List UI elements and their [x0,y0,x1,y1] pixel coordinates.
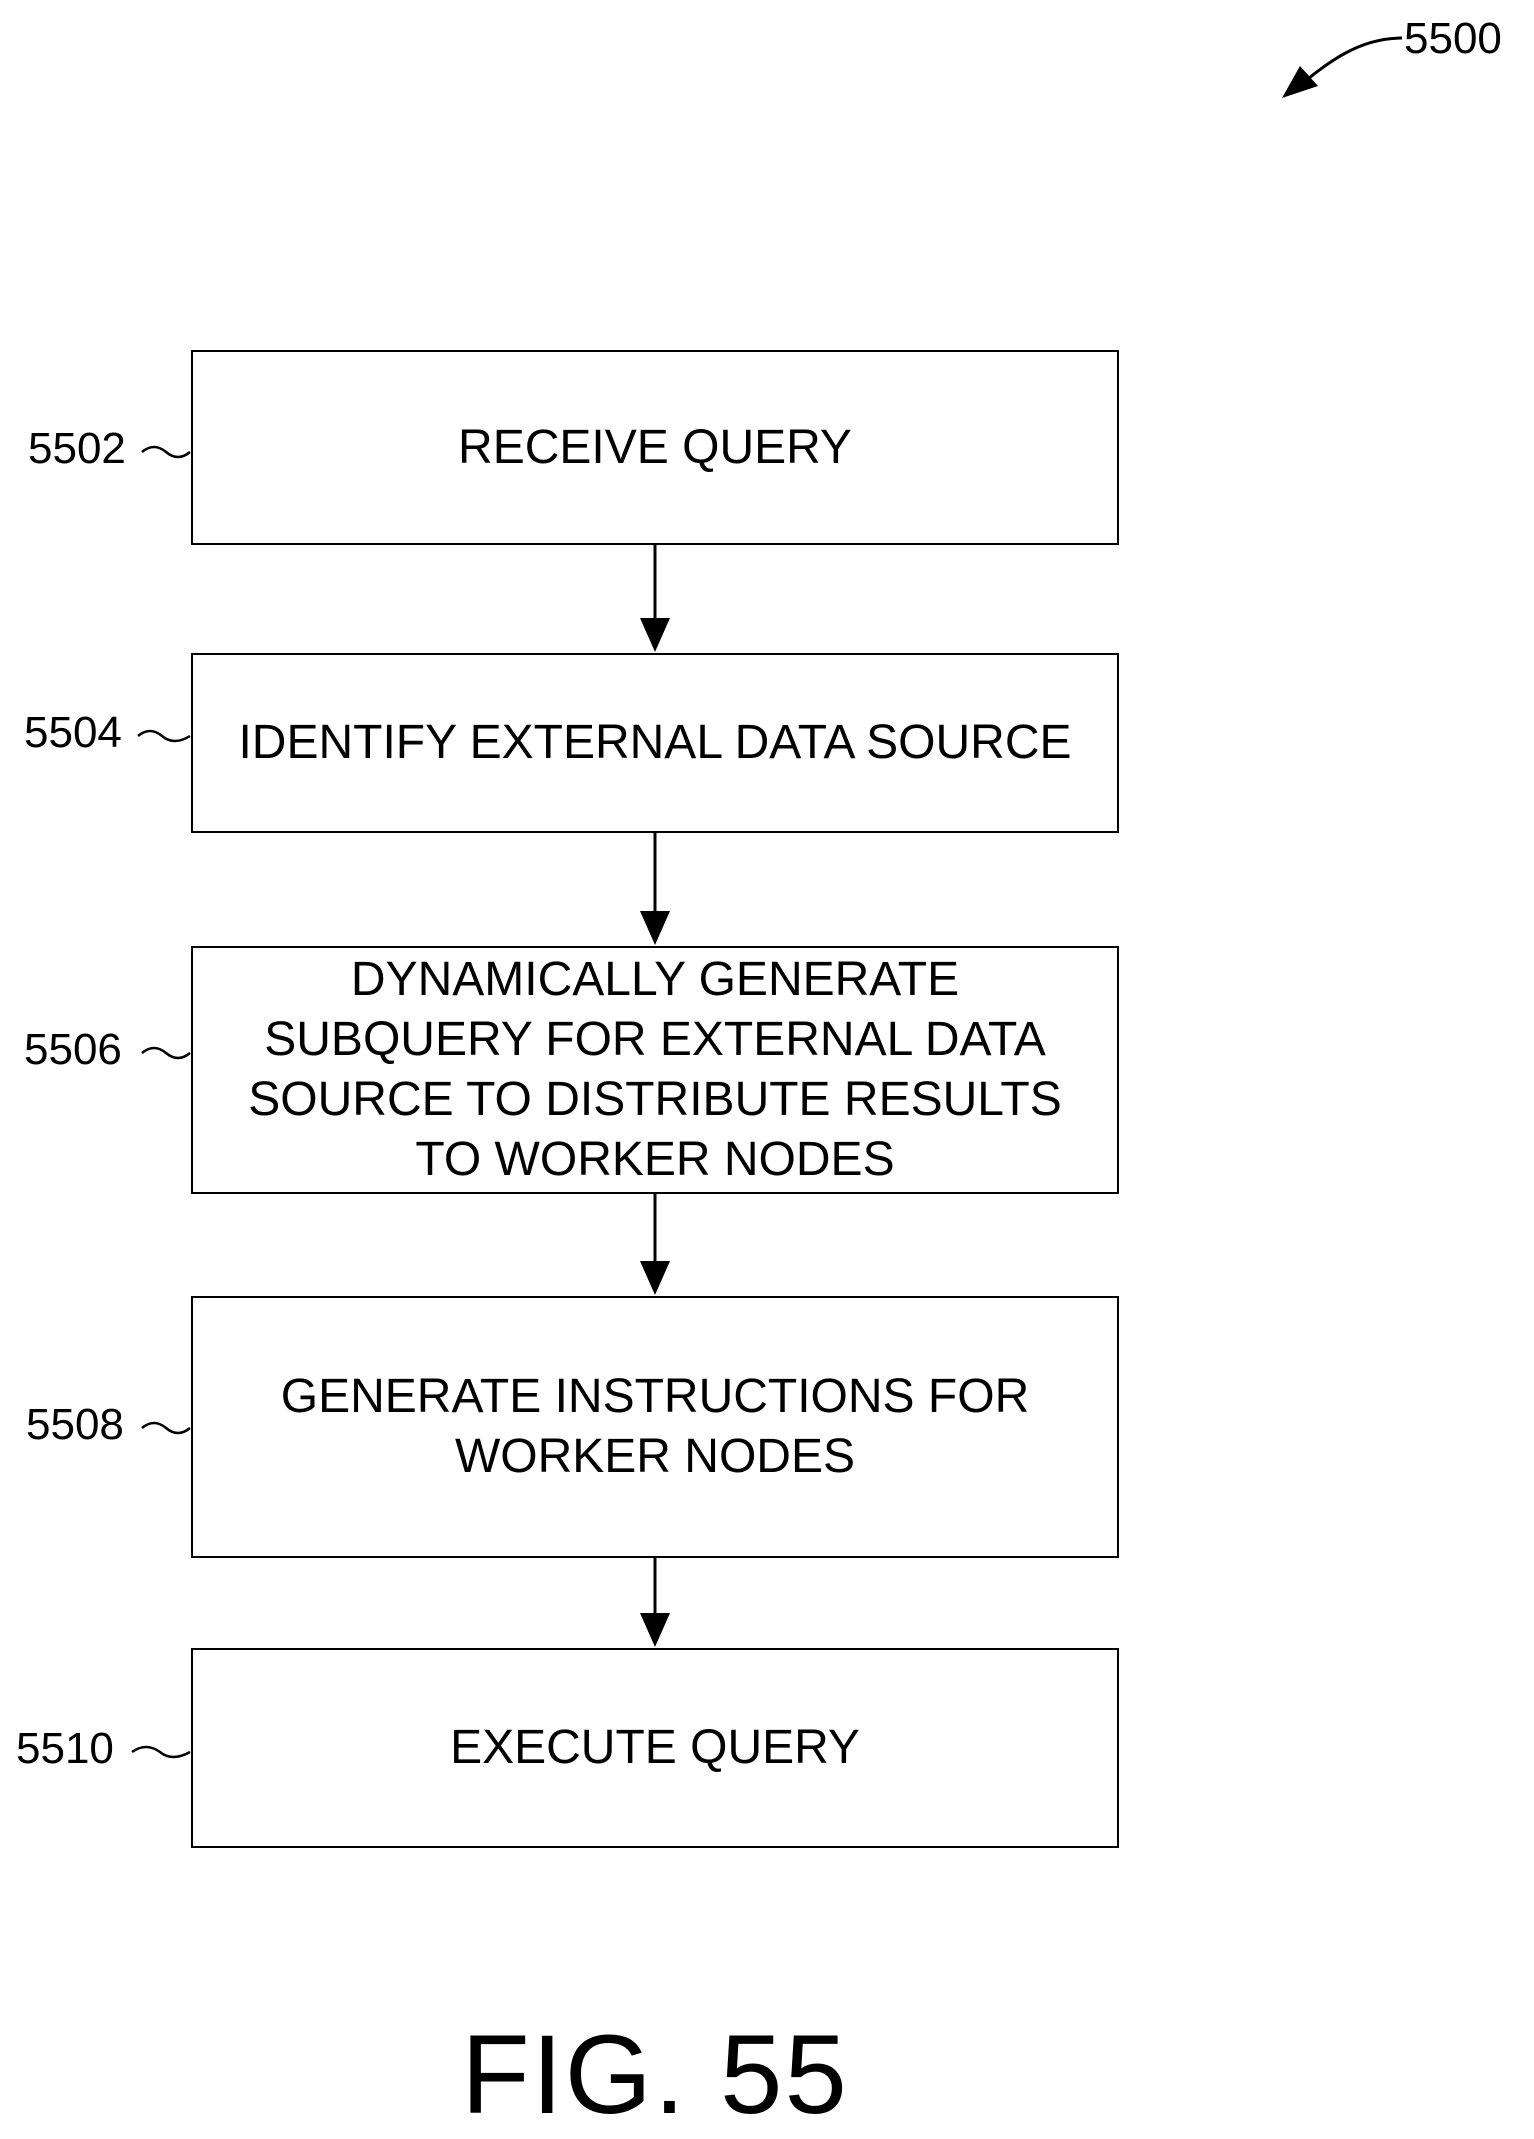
step-text-receive-query: RECEIVE QUERY [458,418,852,478]
step-ref-5506: 5506 [24,1025,122,1075]
step-ref-5510: 5510 [16,1724,114,1774]
ref-squiggle-5504 [138,731,190,741]
step-text-generate-instructions: GENERATE INSTRUCTIONS FOR WORKER NODES [281,1367,1029,1487]
ref-squiggle-5510 [132,1747,190,1757]
arrowhead-5506 [640,911,670,945]
arrowhead-5508 [640,1261,670,1295]
step-text-execute-query: EXECUTE QUERY [450,1718,860,1778]
step-box-generate-instructions: GENERATE INSTRUCTIONS FOR WORKER NODES [191,1296,1119,1558]
ref-squiggle-5502 [142,447,190,457]
step-text-generate-subquery: DYNAMICALLY GENERATE SUBQUERY FOR EXTERN… [248,950,1061,1190]
step-ref-5504: 5504 [24,708,122,758]
arrowhead-5510 [640,1613,670,1647]
ref-squiggle-5506 [142,1048,190,1058]
arrowhead-5504 [640,618,670,652]
figure-ref-arrowhead [1282,66,1318,98]
step-box-identify-external-data-source: IDENTIFY EXTERNAL DATA SOURCE [191,653,1119,833]
figure-caption: FIG. 55 [0,2010,1310,2139]
step-text-identify-external-data-source: IDENTIFY EXTERNAL DATA SOURCE [238,713,1071,773]
ref-squiggle-5508 [142,1423,190,1433]
step-box-generate-subquery: DYNAMICALLY GENERATE SUBQUERY FOR EXTERN… [191,946,1119,1194]
step-box-execute-query: EXECUTE QUERY [191,1648,1119,1848]
step-ref-5508: 5508 [26,1400,124,1450]
figure-reference-number: 5500 [1404,14,1502,64]
step-box-receive-query: RECEIVE QUERY [191,350,1119,545]
step-ref-5502: 5502 [28,424,126,474]
